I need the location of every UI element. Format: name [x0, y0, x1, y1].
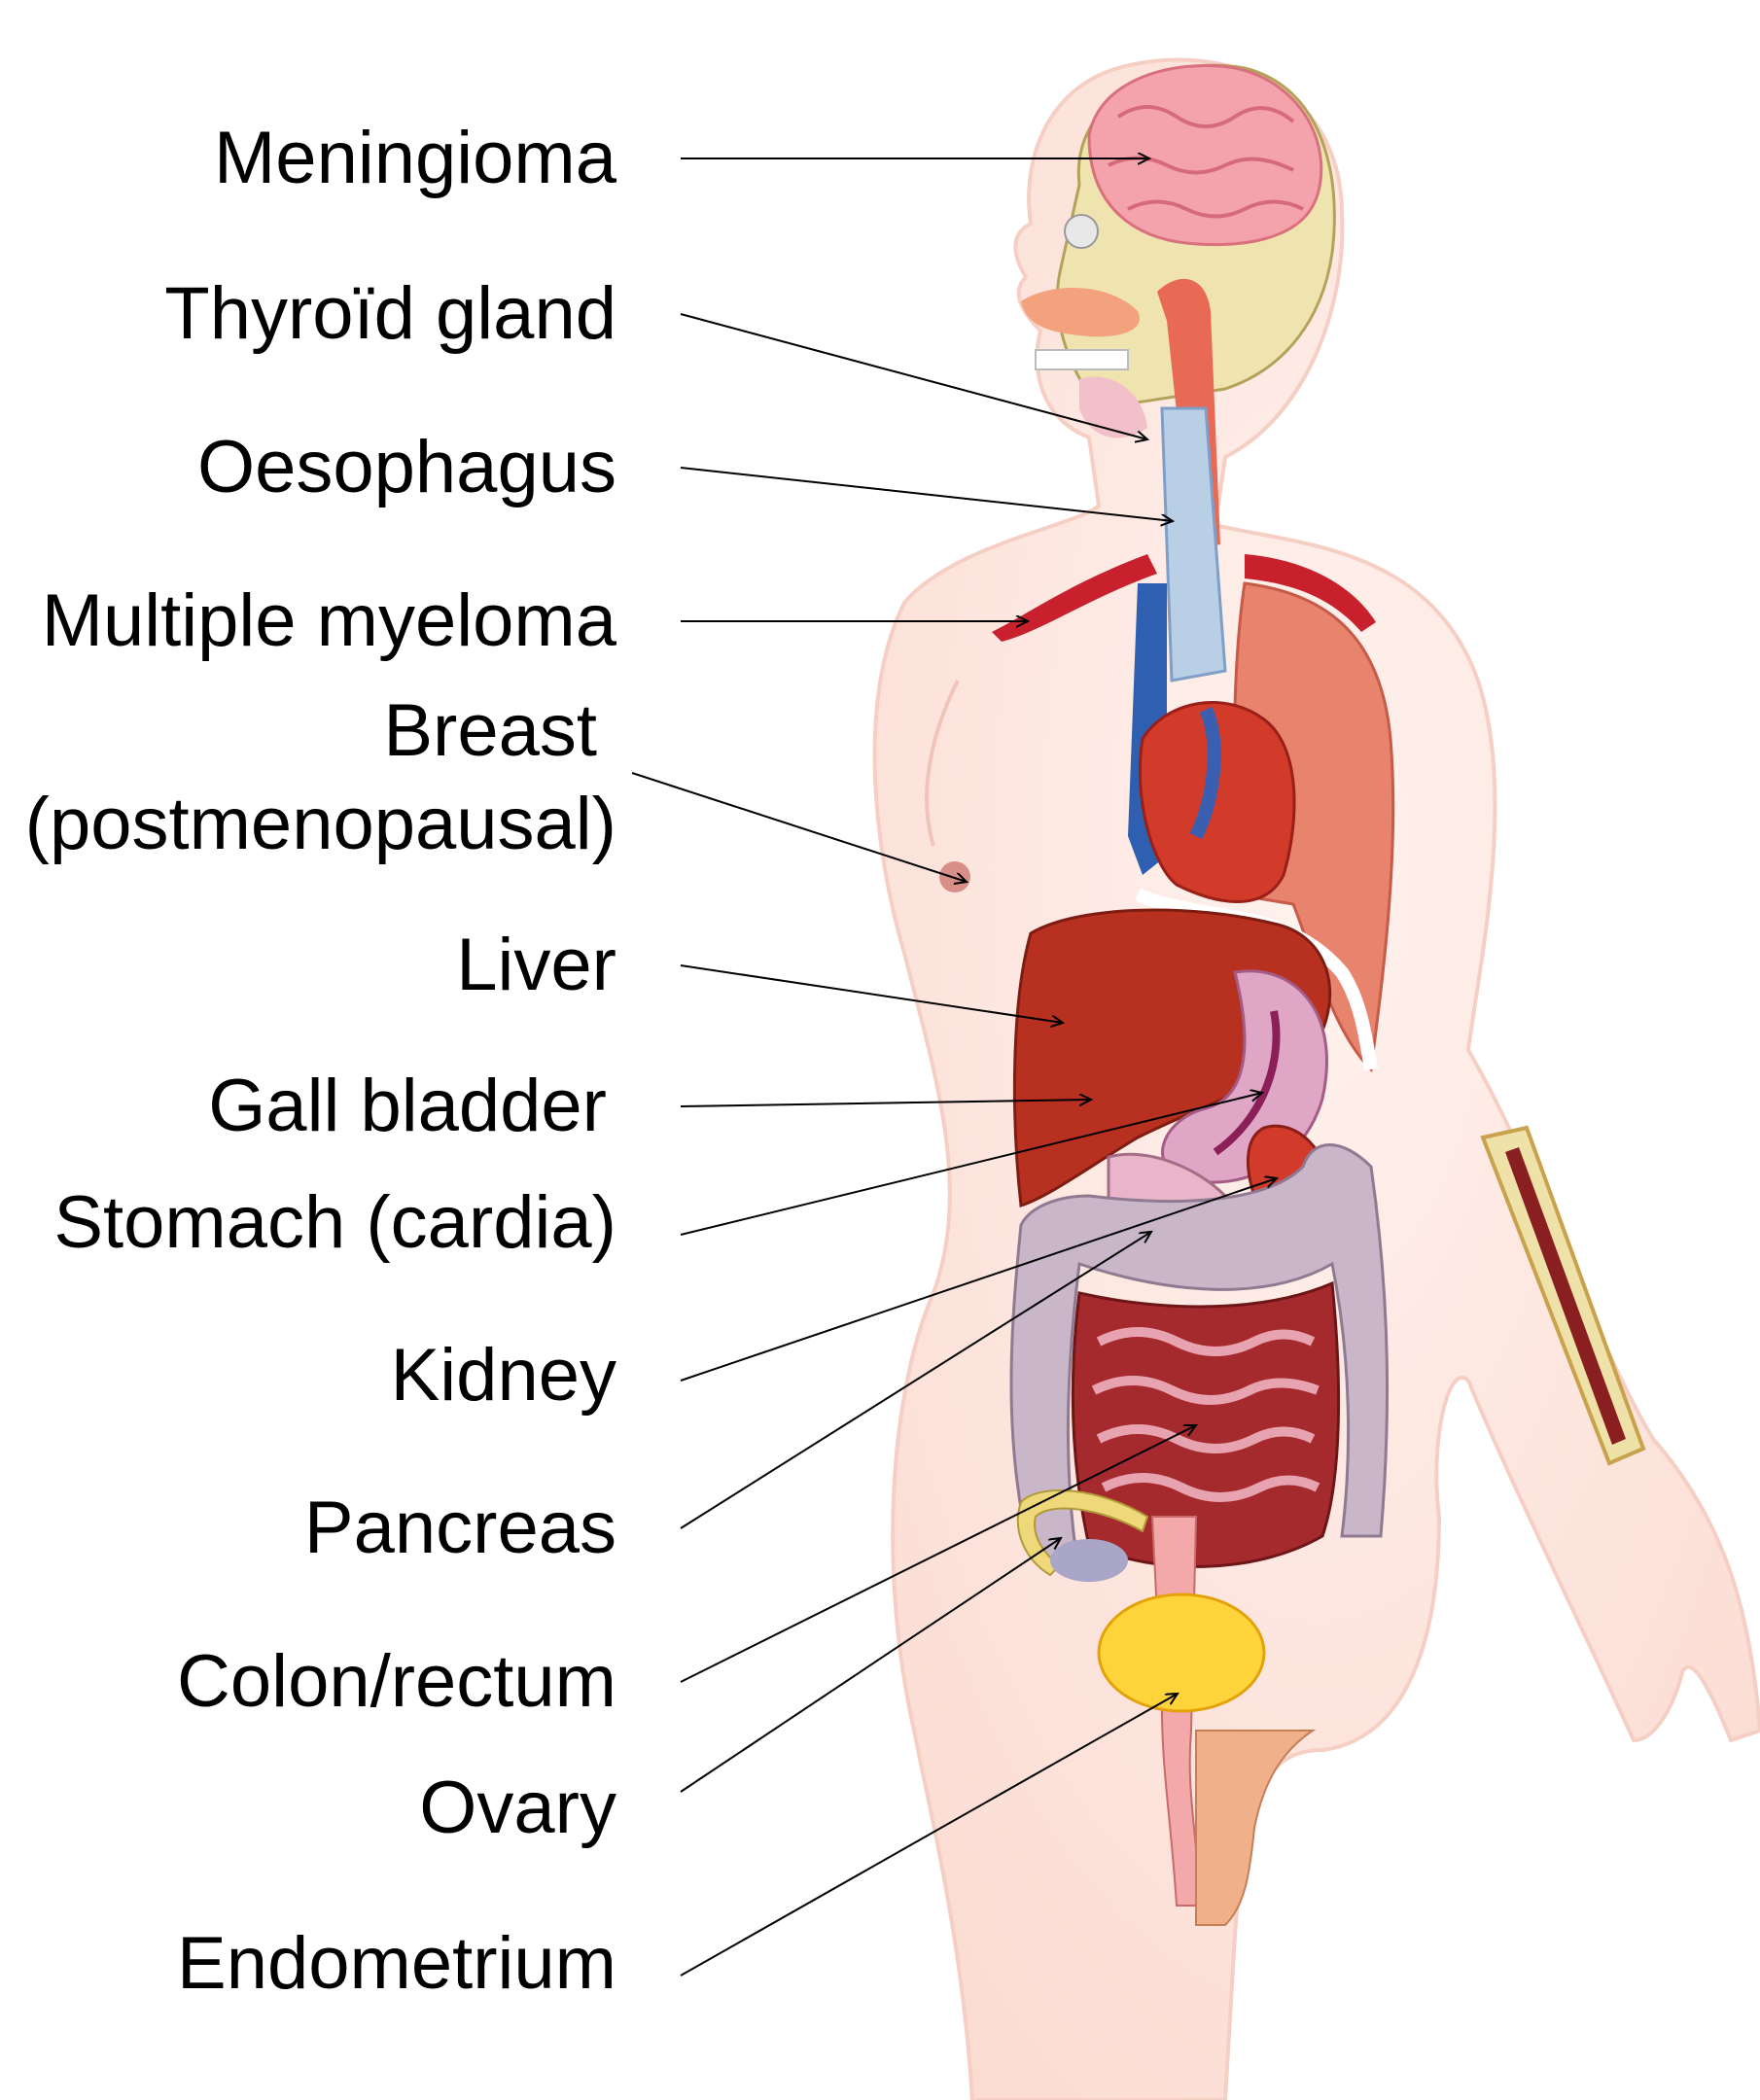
bladder: [1099, 1594, 1264, 1711]
label-meningioma: Meningioma: [214, 120, 616, 197]
label-gall-bladder: Gall bladder: [208, 1068, 607, 1145]
label-colon-rectum: Colon/rectum: [177, 1643, 616, 1721]
label-pancreas: Pancreas: [304, 1489, 616, 1567]
label-stomach-cardia: Stomach (cardia): [53, 1184, 616, 1262]
label-kidney: Kidney: [391, 1337, 616, 1415]
brain: [1089, 66, 1321, 245]
label-oesophagus: Oesophagus: [197, 429, 616, 507]
label-ovary: Ovary: [419, 1769, 616, 1847]
label-liver: Liver: [456, 927, 616, 1004]
label-thyroid-gland: Thyroïd gland: [164, 275, 616, 353]
nipple: [939, 861, 970, 892]
label-multiple-myeloma: Multiple myeloma: [42, 582, 616, 660]
small-intestine: [1073, 1283, 1338, 1566]
label-breast-postmenopausal: (postmenopausal): [25, 786, 616, 863]
eye: [1065, 215, 1098, 248]
label-endometrium: Endometrium: [177, 1925, 616, 2003]
label-breast: Breast: [383, 692, 597, 770]
ovary: [1050, 1539, 1128, 1582]
pelvic-section: [1196, 1731, 1313, 1925]
